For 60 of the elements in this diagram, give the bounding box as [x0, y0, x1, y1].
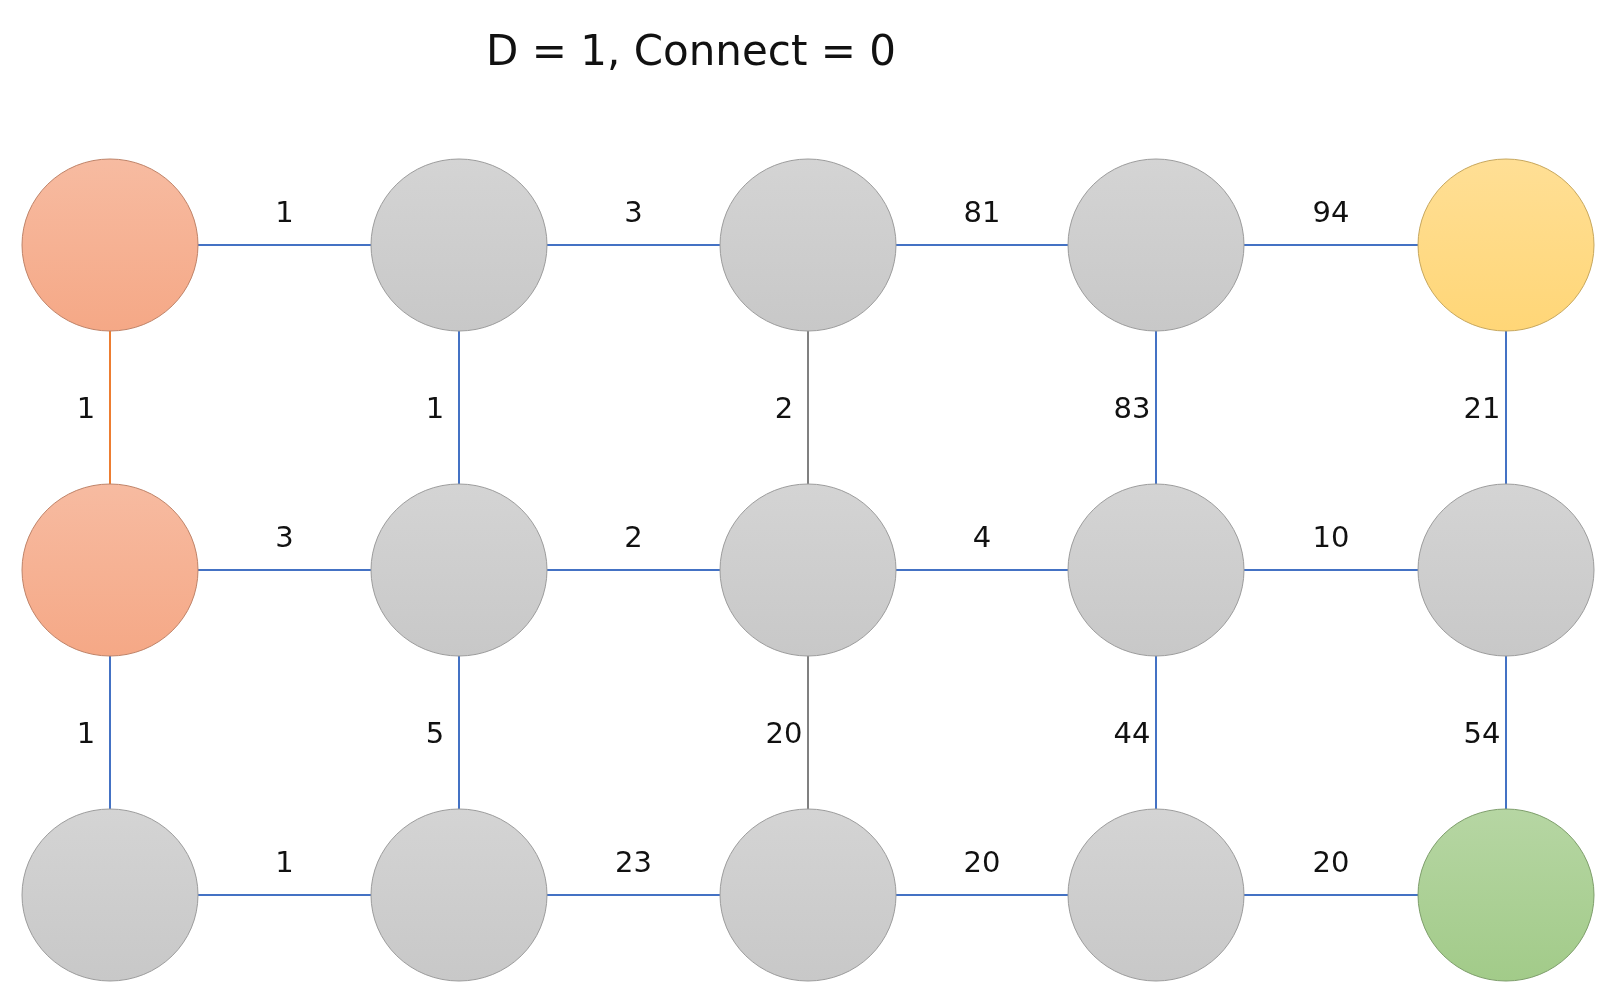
connector-line: [1155, 655, 1157, 810]
edge-label: 83: [1113, 390, 1151, 425]
edge-label: 20: [963, 845, 1001, 879]
connector-line: [458, 330, 460, 485]
edge-label: 4: [972, 520, 992, 554]
edge-label: 20: [1312, 845, 1350, 879]
edge-label: 1: [76, 715, 96, 750]
graph-node: [21, 483, 199, 657]
title: D = 1, Connect = 0: [486, 25, 896, 75]
edge-label: 1: [425, 390, 445, 425]
connector-line: [109, 655, 111, 810]
connector-line: [1243, 894, 1419, 896]
graph-node: [1417, 158, 1595, 332]
graph-node: [1067, 483, 1245, 657]
connector-line: [1505, 655, 1507, 810]
graph-node: [370, 158, 548, 332]
connector-line: [197, 894, 372, 896]
connector-line: [807, 330, 809, 485]
edge-label: 44: [1113, 715, 1151, 750]
graph-node: [719, 158, 897, 332]
connector-line: [546, 569, 721, 571]
graph-node: [719, 808, 897, 982]
graph-node: [1417, 808, 1595, 982]
edge-label: 94: [1312, 195, 1350, 229]
connector-line: [807, 655, 809, 810]
edge-label: 5: [425, 715, 445, 750]
connector-line: [546, 894, 721, 896]
connector-line: [1243, 569, 1419, 571]
edge-label: 21: [1463, 390, 1501, 425]
edge-label: 20: [765, 715, 803, 750]
connector-line: [197, 244, 372, 246]
connector-line: [895, 569, 1069, 571]
graph-node: [719, 483, 897, 657]
connector-line: [1505, 330, 1507, 485]
graph-node: [370, 808, 548, 982]
edge-label: 3: [624, 195, 643, 229]
connector-line: [197, 569, 372, 571]
connector-line: [895, 894, 1069, 896]
connector-line: [458, 655, 460, 810]
graph-node: [21, 808, 199, 982]
connector-line: [1155, 330, 1157, 485]
graph-node: [1067, 158, 1245, 332]
edge-label: 1: [76, 390, 96, 425]
edge-label: 1: [275, 195, 294, 229]
graph-node: [21, 158, 199, 332]
connector-line: [895, 244, 1069, 246]
connector-line: [546, 244, 721, 246]
graph-node: [1417, 483, 1595, 657]
edge-label: 81: [963, 195, 1001, 229]
edge-label: 3: [275, 520, 294, 554]
edge-label: 10: [1312, 520, 1350, 554]
edge-label: 2: [774, 390, 794, 425]
edge-label: 23: [615, 845, 652, 879]
connector-line: [109, 330, 111, 485]
edge-label: 2: [624, 520, 643, 554]
graph-node: [370, 483, 548, 657]
connector-line: [1243, 244, 1419, 246]
edge-label: 1: [275, 845, 294, 879]
edge-label: 54: [1463, 715, 1501, 750]
graph-node: [1067, 808, 1245, 982]
